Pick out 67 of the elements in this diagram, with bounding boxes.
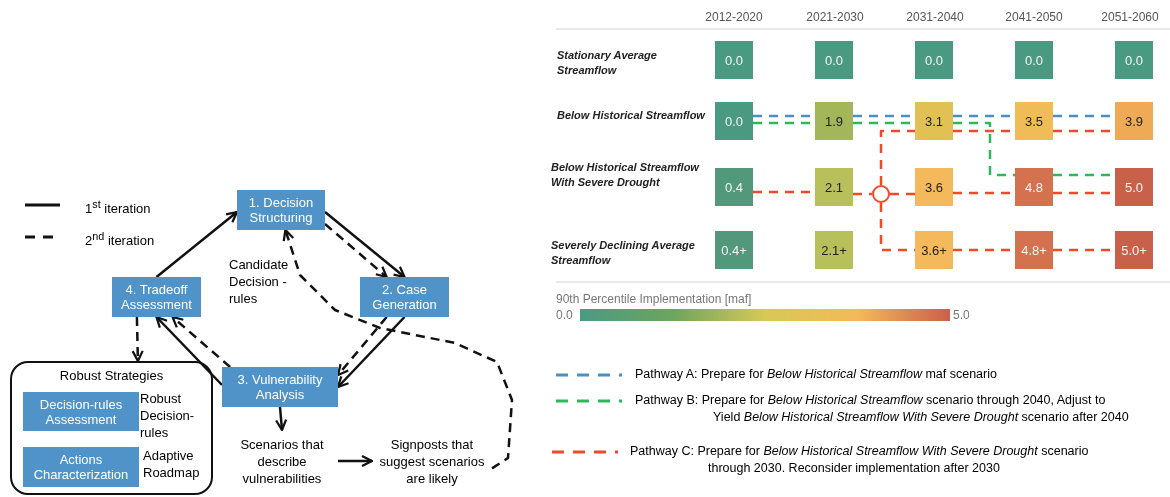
process-box: Actions Characterization	[23, 447, 139, 487]
heatmap-cell: 3.9	[1115, 102, 1153, 140]
pathway-line	[879, 203, 915, 252]
row-header: Stationary Average Streamflow	[557, 48, 658, 78]
pathway-line	[853, 192, 872, 196]
group-box	[10, 361, 213, 495]
decision-point-circle	[872, 185, 890, 203]
legend-text: Pathway A: Prepare for Below Historical Streamflow maf scenario	[635, 366, 998, 383]
arrow	[324, 211, 406, 279]
process-box: 3. Vulnerability Analysis	[222, 367, 338, 407]
pathway-line	[890, 192, 915, 196]
scale-title: 90th Percentile Implementation [maf]	[556, 291, 753, 308]
heatmap-cell: 0.4	[715, 168, 753, 206]
heatmap-cell: 3.6+	[915, 231, 953, 269]
legend-text: Pathway B: Prepare for Below Historical Streamflow scenario through 2040, Adjust to Yield Below Historical Streamflow With Severe Drought scenario after 2040	[635, 392, 1130, 426]
legend-text: 2$^{nd}$ iteration	[85, 229, 156, 250]
heatmap-cell: 1.9	[815, 102, 853, 140]
arrow	[171, 315, 231, 368]
arrow	[336, 316, 406, 389]
process-box: 4. Tradeoff Assessment	[112, 277, 201, 317]
arrow	[155, 315, 223, 386]
annotation-text: Candidate Decision - rules	[229, 256, 290, 307]
legend-text: 1$^{st}$ iteration	[85, 197, 152, 218]
heatmap-cell: 0.0	[715, 41, 753, 79]
arrow	[131, 316, 144, 363]
heatmap-cell: 5.0	[1115, 168, 1153, 206]
heatmap-cell: 4.8+	[1015, 231, 1053, 269]
heatmap-cell: 0.0	[915, 41, 953, 79]
heatmap-cell: 0.0	[815, 41, 853, 79]
annotation-text: Adaptive Roadmap	[143, 447, 201, 481]
heatmap-cell: 0.0	[715, 102, 753, 140]
arrow	[324, 223, 388, 279]
column-header: 2041-2050	[1004, 9, 1064, 26]
heatmap-cell: 2.1	[815, 168, 853, 206]
group-title: Robust Strategies	[58, 367, 165, 384]
arrow	[336, 316, 388, 377]
process-box: 1. Decision Structuring	[237, 190, 325, 230]
column-header: 2021-2030	[805, 9, 865, 26]
heatmap-cell: 2.1+	[815, 231, 853, 269]
column-header: 2031-2040	[905, 9, 965, 26]
legend-text: Pathway C: Prepare for Below Historical Streamflow With Severe Drought scenario through 2030. Reconsider implementation after 2030	[630, 443, 1090, 477]
heatmap-cell: 3.6	[915, 168, 953, 206]
column-header: 2012-2020	[704, 9, 764, 26]
arrow	[282, 228, 514, 470]
row-header: Below Historical Streamflow	[557, 108, 707, 123]
heatmap-cell: 0.4+	[715, 231, 753, 269]
heatmap-cell: 5.0+	[1115, 231, 1153, 269]
heatmap-cell: 4.8	[1015, 168, 1053, 206]
row-header: Severely Declining Average Streamflow	[551, 238, 696, 268]
process-box: Decision-rules Assessment	[23, 392, 139, 431]
arrow	[338, 454, 374, 468]
heatmap-cell: 3.5	[1015, 102, 1053, 140]
arrow	[275, 406, 288, 432]
heatmap-cell: 0.0	[1115, 41, 1153, 79]
pathway-line	[953, 121, 1015, 177]
annotation-text: Robust Decision-rules	[140, 390, 196, 441]
text-label: Signposts that suggest scenarios are likely	[372, 430, 492, 492]
pathway-line	[879, 129, 915, 185]
heatmap-cell: 3.1	[915, 102, 953, 140]
scale-tick-label: 5.0	[953, 307, 971, 324]
text-label: Scenarios that describe vulnerabilities	[226, 430, 338, 492]
arrow	[155, 210, 239, 278]
heatmap-cell: 0.0	[1015, 41, 1053, 79]
column-header: 2051-2060	[1100, 9, 1160, 26]
process-box: 2. Case Generation	[360, 277, 449, 317]
scale-tick-label: 0.0	[556, 307, 574, 324]
row-header: Below Historical Streamflow With Severe Drought	[551, 160, 701, 190]
